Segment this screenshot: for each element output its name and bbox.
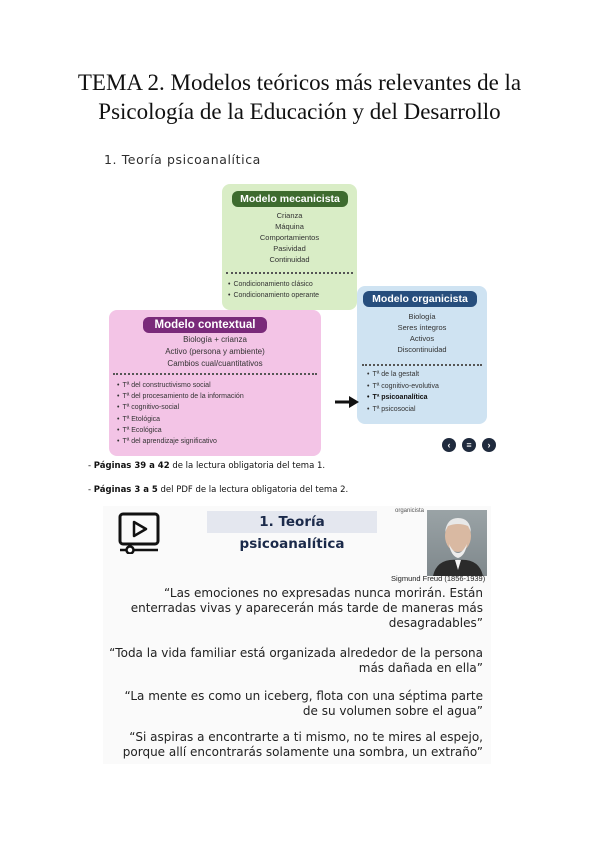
quote-line: “Si aspiras a encontrarte a ti mismo, no… [129,730,483,744]
title-line-1: TEMA 2. Modelos teóricos más relevantes … [77,70,522,95]
contextual-label: Modelo contextual [143,317,267,333]
contextual-theory: Tª cognitivo-social [117,402,244,413]
mecanicista-theory: Condicionamiento operante [228,290,319,301]
section-heading: 1. Teoría psicoanalítica [104,152,261,167]
quote-line: “Toda la vida familiar está organizada a… [109,646,483,660]
quote-line: de su volumen sobre el agua” [302,704,483,718]
organicista-trait: Activos [409,334,435,343]
contextual-trait: Cambios cual/cuantitativos [167,359,263,368]
organicista-label: Modelo organicista [363,291,477,307]
next-slide-button[interactable]: › [482,438,496,452]
quote-line: enterradas vivas y aparecerán más tarde … [130,601,483,615]
organicista-trait: Discontinuidad [397,345,447,354]
organicista-divider [362,364,482,366]
title-line-2: Psicología de la Educación y del Desarro… [98,99,501,124]
organicista-trait: Seres íntegros [397,323,447,332]
organicista-theory-highlighted: Tª psicoanalítica [367,392,439,404]
reading-note-2: - Páginas 3 a 5 del PDF de la lectura ob… [88,485,348,495]
reading-note-1: - Páginas 39 a 42 de la lectura obligato… [88,461,325,471]
corner-label: organicista [395,508,425,514]
slide-title: 1. Teoría psicoanalítica [207,511,377,552]
contextual-theory: Tª del aprendizaje significativo [117,436,244,447]
contextual-theories: Tª del constructivismo social Tª del pro… [117,380,244,447]
video-play-icon[interactable] [118,512,160,554]
organicista-theory: Tª de la gestalt [367,369,439,381]
menu-icon[interactable]: ≡ [462,438,476,452]
document-title: TEMA 2. Modelos teóricos más relevantes … [40,68,559,126]
mecanicista-theories: Condicionamiento clásico Condicionamient… [228,279,319,301]
note-dash: - [88,485,94,495]
mecanicista-theory: Condicionamiento clásico [228,279,319,290]
mecanicista-trait: Crianza [276,211,303,220]
mecanicista-trait: Comportamientos [259,233,320,242]
freud-portrait [427,510,487,576]
mecanicista-traits: Crianza Máquina Comportamientos Pasivida… [222,210,357,265]
quote-2: “Toda la vida familiar está organizada a… [109,646,483,676]
organicista-traits: Biología Seres íntegros Activos Disconti… [357,311,487,355]
organicista-trait: Biología [408,312,436,321]
quote-line: más dañada en ella” [358,661,483,675]
organicista-theory: Tª cognitivo-evolutiva [367,381,438,393]
note-text: de la lectura obligatoria del tema 1. [169,461,326,471]
quote-line: desagradables” [388,616,483,630]
quote-line: porque allí encontrarás solamente una so… [122,745,483,759]
note-dash: - [88,461,94,471]
mecanicista-divider [226,272,353,274]
contextual-theory: Tª Etológica [117,414,244,425]
organicista-theory: Tª psicosocial [367,404,439,416]
quote-line: “La mente es como un iceberg, flota con … [124,689,483,703]
quote-4: “Si aspiras a encontrarte a ti mismo, no… [123,730,483,760]
contextual-trait: Biología + crianza [183,335,247,344]
organicista-theories: Tª de la gestalt Tª cognitivo-evolutiva … [367,369,439,416]
note-pages-bold: Páginas 3 a 5 [93,485,158,495]
quote-3: “La mente es como un iceberg, flota con … [125,689,483,719]
contextual-theory: Tª del procesamiento de la información [117,391,243,402]
contextual-traits: Biología + crianza Activo (persona y amb… [109,334,321,370]
note-text: del PDF de la lectura obligatoria del te… [157,485,349,495]
note-pages-bold: Páginas 39 a 42 [93,461,170,471]
contextual-theory: Tª del constructivismo social [117,380,244,391]
arrow-right-icon [335,396,359,408]
mecanicista-trait: Pasividad [273,244,306,253]
photo-caption: Sigmund Freud (1856-1939) [391,574,486,583]
contextual-theory: Tª Ecológica [117,425,244,436]
portrait-image-icon [433,518,483,576]
contextual-divider [113,373,317,375]
prev-slide-button[interactable]: ‹ [442,438,456,452]
contextual-trait: Activo (persona y ambiente) [165,347,265,356]
quote-line: “Las emociones no expresadas nunca morir… [164,586,483,600]
mecanicista-trait: Continuidad [269,255,310,264]
mecanicista-trait: Máquina [275,222,304,231]
mecanicista-label: Modelo mecanicista [232,191,348,207]
video-slide[interactable]: 1. Teoría psicoanalítica organicista Sig… [103,506,491,764]
quote-1: “Las emociones no expresadas nunca morir… [131,586,483,631]
